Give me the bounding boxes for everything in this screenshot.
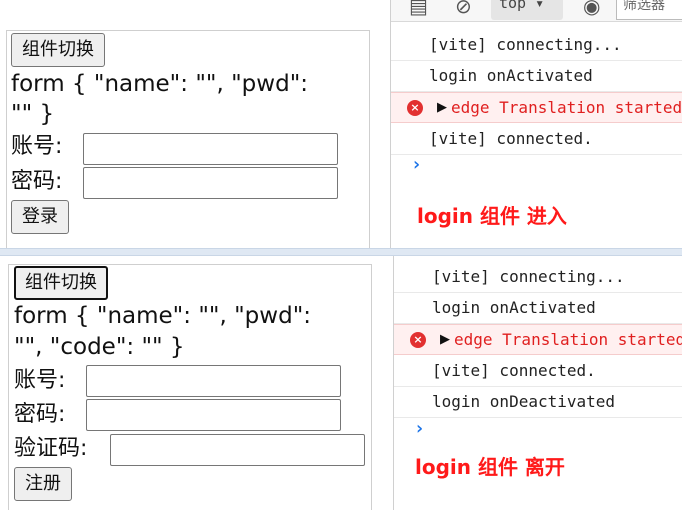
log-text: [vite] connecting... [432, 267, 625, 286]
console-prompt-icon[interactable]: › [414, 418, 425, 439]
error-icon: × [410, 332, 426, 348]
eye-icon[interactable]: ◉ [583, 0, 601, 18]
toggle-component-button[interactable]: 组件切换 [11, 33, 105, 67]
password-input[interactable] [86, 399, 341, 431]
console-toolbar: ▤ ⊘ top ▾ ◉ 筛选器 [391, 0, 682, 22]
log-text: login onActivated [432, 298, 596, 317]
console-log-row: login onDeactivated [394, 387, 682, 418]
log-text: [vite] connected. [429, 129, 593, 148]
log-text: edge Translation started [454, 330, 682, 349]
console-log-row: login onActivated [391, 61, 682, 92]
code-label: 验证码: [14, 436, 88, 461]
register-app-frame: 组件切换 form { "name": "", "pwd": "", "code… [8, 264, 372, 510]
top-screenshot-panel: 组件切换 form { "name": "", "pwd": "" } 账号: … [0, 0, 682, 248]
log-text: [vite] connected. [432, 361, 596, 380]
form-state-line-2: "", "code": "" } [14, 334, 185, 360]
console-log-row: login onActivated [394, 293, 682, 324]
filter-input[interactable]: 筛选器 [616, 0, 682, 20]
login-app-frame: 组件切换 form { "name": "", "pwd": "" } 账号: … [6, 30, 370, 248]
register-button[interactable]: 注册 [14, 467, 72, 501]
devtools-console: ▤ ⊘ top ▾ ◉ 筛选器 [vite] connecting... log… [390, 0, 682, 248]
console-error-row[interactable]: × ▶ edge Translation started [391, 92, 682, 123]
console-log-row: [vite] connected. [391, 124, 682, 155]
toggle-component-button[interactable]: 组件切换 [14, 266, 108, 300]
log-text: login onActivated [429, 66, 593, 85]
log-text: [vite] connecting... [429, 35, 622, 54]
console-log-row: [vite] connecting... [394, 262, 682, 293]
clear-console-icon[interactable]: ⊘ [455, 0, 472, 18]
code-input[interactable] [110, 434, 365, 466]
sidebar-toggle-icon[interactable]: ▤ [409, 0, 428, 18]
account-label: 账号: [14, 368, 66, 393]
console-log-row: [vite] connected. [394, 356, 682, 387]
form-state-line-1: form { "name": "", "pwd": [14, 303, 312, 329]
account-input[interactable] [86, 365, 341, 397]
log-text: edge Translation started [451, 98, 682, 117]
context-selector[interactable]: top ▾ [491, 0, 563, 20]
account-label: 账号: [11, 134, 63, 159]
password-input[interactable] [83, 167, 338, 199]
console-error-row[interactable]: × ▶ edge Translation started [394, 324, 682, 355]
console-log-row: [vite] connecting... [391, 30, 682, 61]
password-label: 密码: [11, 169, 63, 194]
expand-triangle-icon[interactable]: ▶ [440, 332, 450, 347]
form-state-line-1: form { "name": "", "pwd": [11, 71, 309, 97]
expand-triangle-icon[interactable]: ▶ [437, 100, 447, 115]
password-label: 密码: [14, 402, 66, 427]
bottom-screenshot-panel: 组件切换 form { "name": "", "pwd": "", "code… [0, 256, 682, 510]
form-state-line-2: "" } [11, 101, 55, 127]
screenshot-divider [0, 248, 682, 256]
annotation-leave: login 组件 离开 [415, 455, 565, 479]
devtools-console: [vite] connecting... login onActivated ×… [393, 256, 682, 510]
error-icon: × [407, 100, 423, 116]
console-prompt-icon[interactable]: › [411, 154, 422, 175]
log-text: login onDeactivated [432, 392, 616, 411]
account-input[interactable] [83, 133, 338, 165]
login-button[interactable]: 登录 [11, 200, 69, 234]
annotation-enter: login 组件 进入 [417, 204, 567, 228]
